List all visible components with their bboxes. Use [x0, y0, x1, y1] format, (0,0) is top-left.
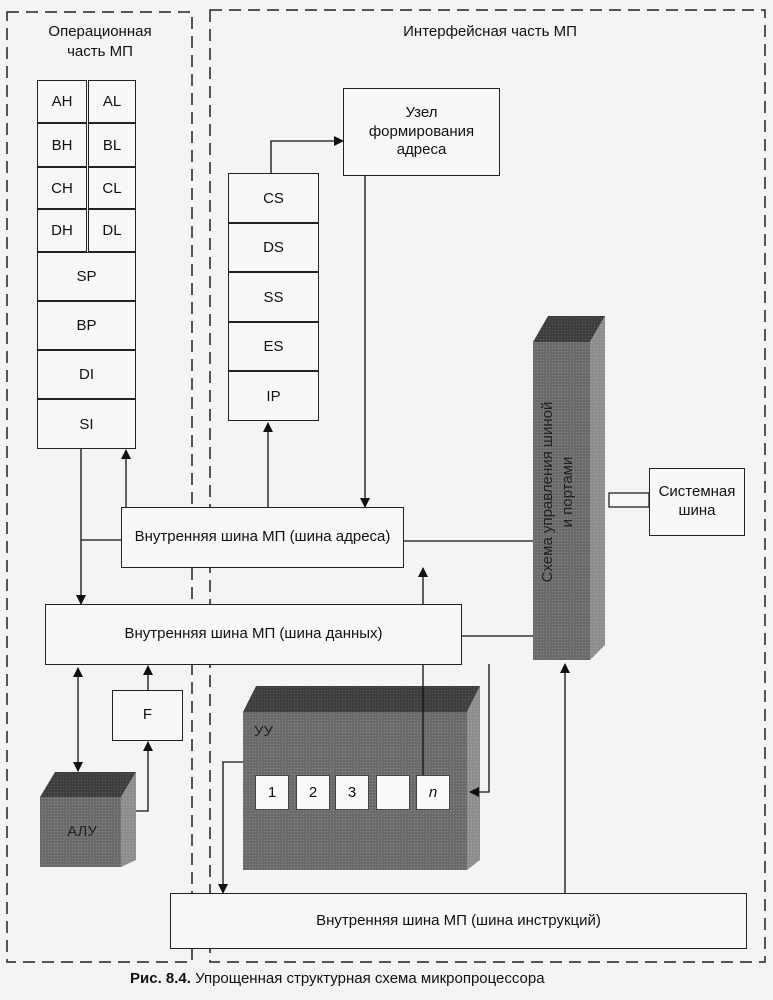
queue-slot-3: 3 [335, 775, 369, 810]
register-sp: SP [37, 252, 136, 301]
register-ch: CH [37, 167, 87, 209]
interface-region-border [209, 9, 766, 963]
register-al: AL [88, 80, 136, 123]
flags-register: F [112, 690, 183, 741]
bus-control-label: Схема управления шиной и портами [539, 401, 576, 583]
register-bp: BP [37, 301, 136, 350]
register-bl: BL [88, 123, 136, 167]
address-bus: Внутренняя шина МП (шина адреса) [121, 507, 404, 568]
operational-region-title: Операционная часть МП [48, 23, 152, 60]
register-ds: DS [228, 223, 319, 272]
register-di: DI [37, 350, 136, 399]
register-dl: DL [88, 209, 136, 252]
data-bus: Внутренняя шина МП (шина данных) [45, 604, 462, 665]
figure-caption: Рис. 8.4. Упрощенная структурная схема м… [130, 970, 545, 987]
figure-title: Упрощенная структурная схема микропроцес… [190, 970, 545, 987]
queue-slot-n: n [416, 775, 450, 810]
bus-control-block [533, 316, 605, 660]
alu-block [40, 772, 136, 867]
register-cl: CL [88, 167, 136, 209]
register-ah: AH [37, 80, 87, 123]
register-bh: BH [37, 123, 87, 167]
register-cs: CS [228, 173, 319, 223]
figure-number: Рис. 8.4. [130, 970, 191, 987]
system-bus-connector [608, 492, 650, 508]
interface-region-title: Интерфейсная часть МП [403, 23, 577, 40]
control-unit-label: УУ [254, 723, 274, 740]
register-si: SI [37, 399, 136, 449]
queue-slot-2: 2 [296, 775, 330, 810]
register-ip: IP [228, 371, 319, 421]
operational-region-border [6, 11, 193, 963]
queue-slot-1: 1 [255, 775, 289, 810]
register-es: ES [228, 322, 319, 371]
system-bus: Системная шина [649, 468, 745, 536]
alu-label: АЛУ [67, 823, 97, 840]
register-dh: DH [37, 209, 87, 252]
instruction-bus: Внутренняя шина МП (шина инструкций) [170, 893, 747, 949]
register-ss: SS [228, 272, 319, 322]
queue-slot-4 [376, 775, 410, 810]
address-forming-unit: Узел формирования адреса [343, 88, 500, 176]
